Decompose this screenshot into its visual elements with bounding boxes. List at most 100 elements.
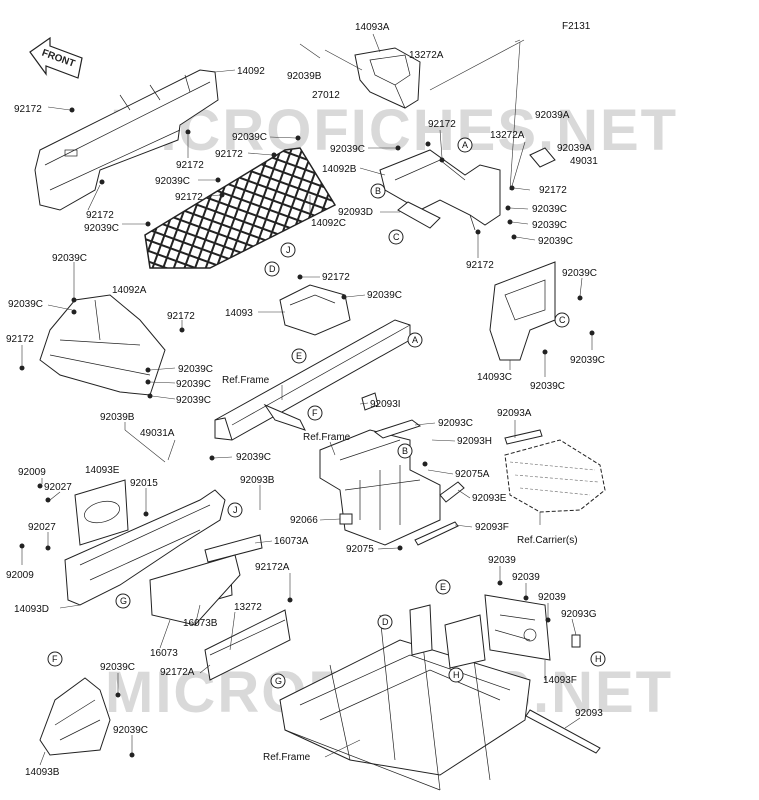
part-92093e bbox=[439, 481, 465, 503]
part-92093a bbox=[504, 429, 606, 513]
label-92093a: 92093A bbox=[497, 408, 532, 419]
label-92066: 92066 bbox=[290, 515, 318, 526]
label-92039b: 92039B bbox=[287, 71, 322, 82]
label-92172: 92172 bbox=[14, 104, 42, 115]
label-16073a: 16073A bbox=[274, 536, 309, 547]
label-16073b: 16073B bbox=[183, 618, 218, 629]
label-92093g: 92093G bbox=[561, 609, 597, 620]
label-ref-frame: Ref.Frame bbox=[222, 375, 270, 386]
callout-d-top: D bbox=[264, 261, 280, 277]
label-92039c: 92039C bbox=[570, 355, 605, 366]
callout-f-low: F bbox=[47, 651, 63, 667]
label-92172: 92172 bbox=[539, 185, 567, 196]
label-92093d: 92093D bbox=[338, 207, 373, 218]
part-14093f bbox=[484, 594, 551, 661]
label-ref-frame: Ref.Frame bbox=[303, 432, 351, 443]
label-92039a: 92039A bbox=[557, 143, 592, 154]
label-27012: 27012 bbox=[312, 90, 340, 101]
label-92039c: 92039C bbox=[178, 364, 213, 375]
part-92093i bbox=[361, 392, 379, 411]
label-92172a: 92172A bbox=[255, 562, 290, 573]
svg-text:B: B bbox=[402, 446, 408, 456]
label-92039c: 92039C bbox=[155, 176, 190, 187]
label-92039c: 92039C bbox=[538, 236, 573, 247]
label-ref-frame: Ref.Frame bbox=[263, 752, 311, 763]
label-92172: 92172 bbox=[215, 149, 243, 160]
callout-j-mid: J bbox=[227, 502, 243, 518]
part-14093a bbox=[354, 47, 421, 109]
label-92172: 92172 bbox=[428, 119, 456, 130]
label-92172: 92172 bbox=[6, 334, 34, 345]
label-92039c: 92039C bbox=[532, 220, 567, 231]
callout-g-mid: G bbox=[115, 593, 131, 609]
label-92027: 92027 bbox=[44, 482, 72, 493]
label-14092: 14092 bbox=[237, 66, 265, 77]
label-92172: 92172 bbox=[466, 260, 494, 271]
label-13272a: 13272A bbox=[490, 130, 525, 141]
part-14093c bbox=[489, 261, 556, 361]
bolt-icons bbox=[19, 107, 595, 758]
frame-crossbar bbox=[214, 319, 411, 441]
part-14093 bbox=[279, 284, 351, 336]
label-92039c: 92039C bbox=[84, 223, 119, 234]
label-14093f: 14093F bbox=[543, 675, 577, 686]
label-14093a: 14093A bbox=[355, 22, 390, 33]
front-arrow-icon: FRONT bbox=[29, 36, 83, 79]
callout-e-mid: E bbox=[291, 348, 307, 364]
svg-text:H: H bbox=[595, 654, 602, 664]
label-92039c: 92039C bbox=[530, 381, 565, 392]
svg-text:C: C bbox=[393, 232, 400, 242]
label-14093c: 14093C bbox=[477, 372, 512, 383]
svg-text:G: G bbox=[120, 596, 127, 606]
label-92039c: 92039C bbox=[236, 452, 271, 463]
callout-g-low: G bbox=[270, 673, 286, 689]
svg-text:F: F bbox=[312, 408, 318, 418]
label-14092c: 14092C bbox=[311, 218, 346, 229]
leader-lines bbox=[21, 39, 593, 766]
svg-text:A: A bbox=[412, 335, 418, 345]
part-14093e bbox=[74, 479, 129, 546]
label-92172: 92172 bbox=[167, 311, 195, 322]
figure-code: F2131 bbox=[562, 21, 591, 32]
label-92039c: 92039C bbox=[562, 268, 597, 279]
label-14092a: 14092A bbox=[112, 285, 147, 296]
callout-e-low: E bbox=[435, 579, 451, 595]
part-14092c bbox=[144, 147, 337, 269]
callout-h-low: H bbox=[448, 667, 464, 683]
svg-text:D: D bbox=[269, 264, 276, 274]
label-92039b: 92039B bbox=[100, 412, 135, 423]
part-14093b bbox=[39, 677, 111, 756]
svg-text:J: J bbox=[286, 245, 291, 255]
label-92093: 92093 bbox=[575, 708, 603, 719]
part-49031 bbox=[529, 147, 556, 168]
label-92172: 92172 bbox=[86, 210, 114, 221]
part-labels: 14093A 92039B 27012 13272A 14092 92172 9… bbox=[6, 22, 605, 778]
part-92093d bbox=[397, 201, 441, 229]
label-92039c: 92039C bbox=[176, 395, 211, 406]
callout-a-mid: A bbox=[407, 332, 423, 348]
label-92039c: 92039C bbox=[113, 725, 148, 736]
label-92093h: 92093H bbox=[457, 436, 492, 447]
callout-a-top: A bbox=[457, 137, 473, 153]
callout-circles: A B C D J E A C F B J G E D H H G F bbox=[47, 137, 606, 689]
svg-text:G: G bbox=[275, 676, 282, 686]
label-92039c: 92039C bbox=[532, 204, 567, 215]
label-92172: 92172 bbox=[176, 160, 204, 171]
part-14092a bbox=[39, 294, 166, 396]
label-92039c: 92039C bbox=[100, 662, 135, 673]
label-14093d: 14093D bbox=[14, 604, 49, 615]
label-92093e: 92093E bbox=[472, 493, 507, 504]
label-49031a: 49031A bbox=[140, 428, 175, 439]
label-14093: 14093 bbox=[225, 308, 253, 319]
callout-b-top: B bbox=[370, 183, 386, 199]
label-ref-carrier: Ref.Carrier(s) bbox=[517, 535, 578, 546]
callout-h-right: H bbox=[590, 651, 606, 667]
label-92093b: 92093B bbox=[240, 475, 275, 486]
callout-d-low: D bbox=[377, 614, 393, 630]
svg-text:J: J bbox=[233, 505, 238, 515]
label-14093b: 14093B bbox=[25, 767, 60, 778]
label-92015: 92015 bbox=[130, 478, 158, 489]
callout-b-mid: B bbox=[397, 443, 413, 459]
part-92093f bbox=[414, 521, 459, 546]
